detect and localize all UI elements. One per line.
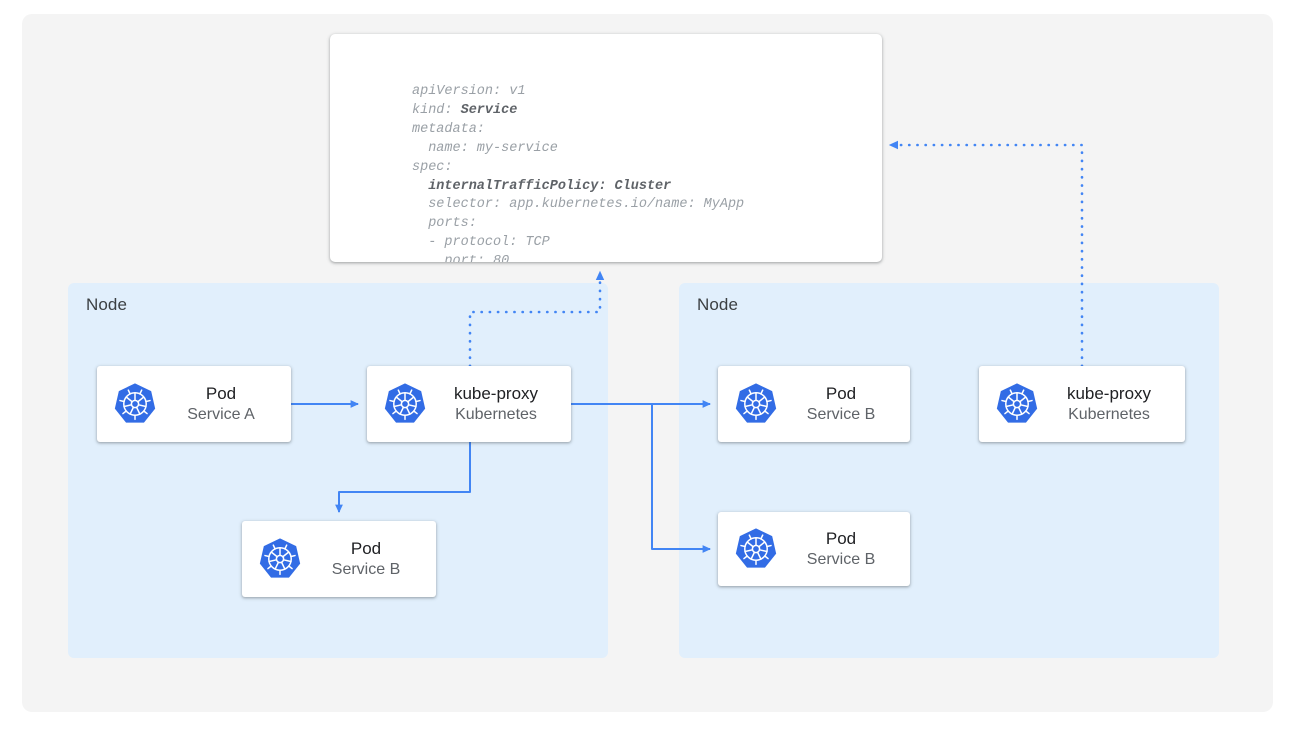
card-subtitle: Service B [806, 405, 876, 423]
card-title: Pod [825, 528, 857, 548]
kubernetes-icon [995, 382, 1039, 426]
card-pod-service-b-right-1[interactable]: Pod Service B [718, 366, 910, 442]
card-title: Pod [205, 383, 237, 403]
kubernetes-icon [734, 527, 778, 571]
service-manifest-card: apiVersion: v1 kind: Service metadata: n… [330, 34, 882, 262]
card-subtitle: Service A [187, 405, 255, 423]
kubernetes-icon [113, 382, 157, 426]
card-subtitle: Service B [331, 560, 401, 578]
card-subtitle: Kubernetes [1068, 405, 1150, 423]
kubernetes-icon [383, 382, 427, 426]
kubernetes-icon [258, 537, 302, 581]
card-kube-proxy-right[interactable]: kube-proxy Kubernetes [979, 366, 1185, 442]
kubernetes-icon [734, 382, 778, 426]
card-pod-service-b-right-2[interactable]: Pod Service B [718, 512, 910, 586]
card-title: Pod [825, 383, 857, 403]
card-kube-proxy-left[interactable]: kube-proxy Kubernetes [367, 366, 571, 442]
card-pod-service-b-left[interactable]: Pod Service B [242, 521, 436, 597]
node-label-left: Node [86, 295, 128, 314]
node-label-right: Node [697, 295, 739, 314]
card-title: Pod [350, 538, 382, 558]
card-subtitle: Kubernetes [455, 405, 537, 423]
node-group-right: Node [679, 283, 1219, 658]
card-title: kube-proxy [453, 383, 539, 403]
card-title: kube-proxy [1066, 383, 1152, 403]
card-pod-service-a[interactable]: Pod Service A [97, 366, 291, 442]
card-subtitle: Service B [806, 550, 876, 568]
service-manifest-code: apiVersion: v1 kind: Service metadata: n… [412, 84, 745, 262]
node-group-left: Node [68, 283, 608, 658]
